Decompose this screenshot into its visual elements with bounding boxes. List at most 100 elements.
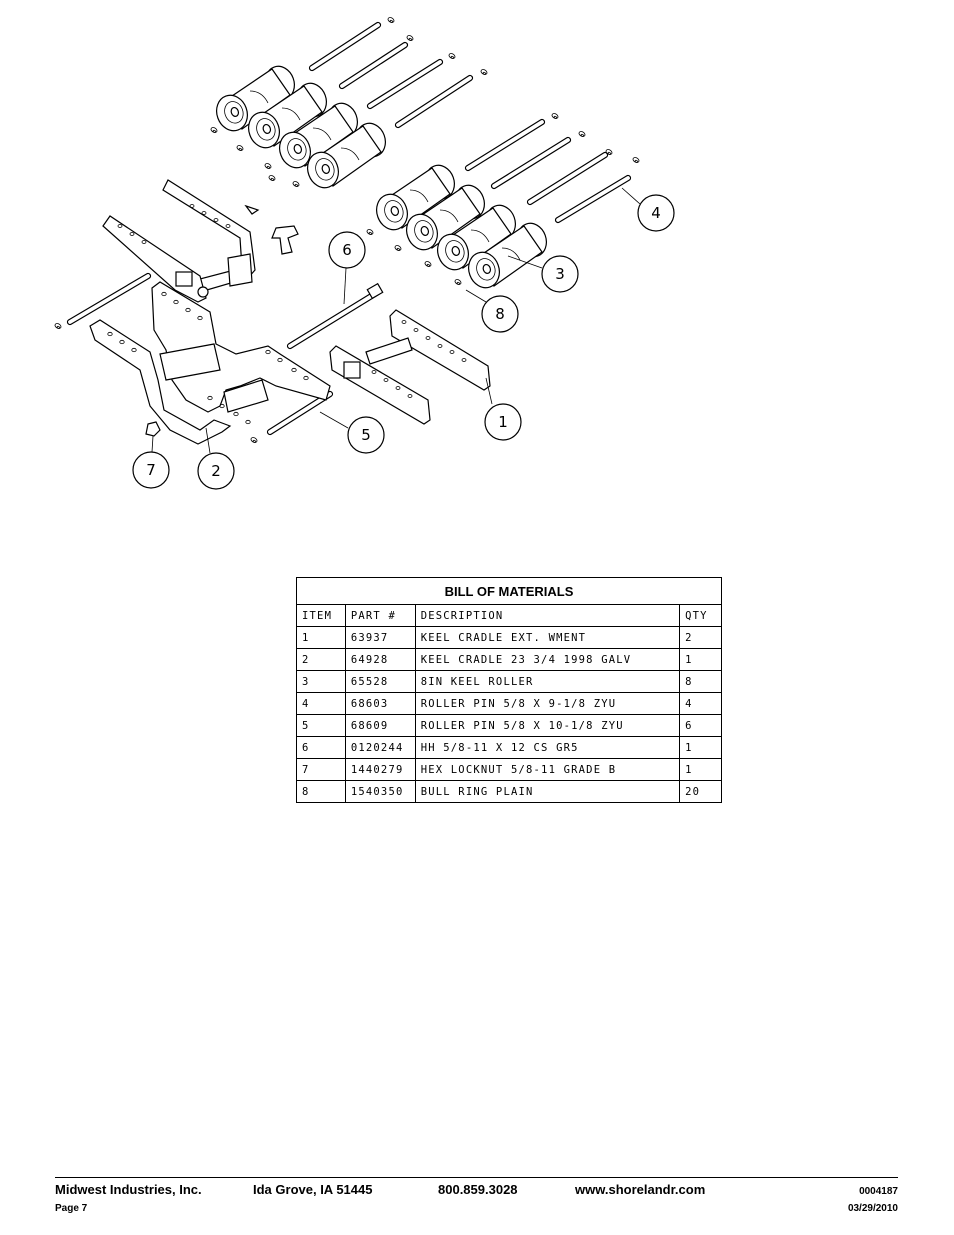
bom-cell-qty: 20 [679,780,722,803]
clip-bracket [271,225,299,255]
callout-number: 8 [495,305,505,323]
bull-ring [236,145,244,151]
callout-leader [319,411,349,429]
mounting-hole [291,367,297,373]
mounting-hole [383,378,389,382]
callout-leader [343,267,347,305]
bom-cell-qty: 1 [679,648,722,671]
mounting-hole [371,370,377,374]
bom-cell-qty: 8 [679,670,722,693]
clip-small [244,204,260,215]
bom-cell-item: 8 [296,780,346,803]
mounting-hole [207,395,213,401]
bracket-tab [227,253,253,287]
callout-5: 5 [319,411,385,454]
bom-cell-qty: 1 [679,736,722,759]
parts-illustration [54,17,640,445]
callout-leader [621,187,641,205]
callout-number: 1 [498,413,508,431]
bull-ring [454,279,462,285]
extension-crossmember [365,337,413,365]
roller-pin [464,118,546,172]
callout-number: 5 [361,426,371,444]
mounting-hole [245,419,251,425]
mounting-hole [413,328,419,332]
mounting-hole [131,347,137,353]
bom-cell-part: 63937 [344,626,416,649]
mounting-hole [219,403,225,409]
callout-3: 3 [507,255,579,293]
callout-circle [132,451,170,489]
callout-circle [347,416,385,454]
cradle-extension-upper [162,179,256,293]
bull-ring [448,53,456,59]
bom-cell-qty: 4 [679,692,722,715]
callout-circle [637,194,675,232]
mounting-hole [407,394,413,398]
callout-circle [484,403,522,441]
cradle-crossmember [159,343,221,381]
bull-ring [480,69,488,75]
bom-cell-part: 68609 [344,714,416,737]
bom-cell-part: 1540350 [344,780,416,803]
bull-ring [54,323,62,329]
bom-title: BILL OF MATERIALS [296,577,722,605]
bom-cell-part: 64928 [344,648,416,671]
bom-cell-part: 68603 [344,692,416,715]
footer-doc-number: 0004187 [859,1186,898,1197]
bom-cell-description: 8IN KEEL ROLLER [414,670,681,693]
tube-end [197,286,209,298]
roller-pin [490,136,572,190]
footer-divider [55,1177,898,1178]
mounting-hole [233,411,239,417]
bom-cell-qty: 6 [679,714,722,737]
keel-roller [468,222,547,289]
bom-header-qty: QTY [679,604,722,627]
bom-cell-part: 0120244 [344,736,416,759]
bull-ring [366,229,374,235]
bom-title-row: BILL OF MATERIALS [296,577,722,605]
bull-ring [424,261,432,267]
callout-number: 3 [555,265,565,283]
callout-6: 6 [328,231,366,305]
bom-cell-part: 1440279 [344,758,416,781]
mounting-hole [461,358,467,362]
bull-ring [268,175,276,181]
mounting-hole [197,315,203,321]
bull-ring [605,149,613,155]
footer-website: www.shorelandr.com [575,1182,706,1197]
bom-cell-description: HH 5/8-11 X 12 CS GR5 [414,736,681,759]
bom-cell-description: ROLLER PIN 5/8 X 9-1/8 ZYU [414,692,681,715]
footer-date: 03/29/2010 [847,1203,898,1214]
mounting-hole [449,350,455,354]
keel-cradle-side-plate [89,319,232,445]
mounting-hole [189,204,195,208]
mounting-hole [303,375,309,381]
callout-number: 4 [651,204,661,222]
bom-cell-item: 1 [296,626,346,649]
callout-leader [205,427,211,454]
mounting-hole [277,357,283,363]
bom-cell-qty: 1 [679,758,722,781]
callout-4: 4 [621,187,675,232]
callout-leader [465,289,487,303]
bull-ring [632,157,640,163]
roller-pin [526,151,609,206]
callout-7: 7 [132,435,170,489]
keel-roller [216,65,295,132]
mounting-hole [201,211,207,215]
bull-ring [387,17,395,23]
keel-roller [307,122,386,189]
bull-ring [210,127,218,133]
mounting-hole [213,218,219,222]
bull-ring [250,437,258,443]
callout-8: 8 [465,289,519,333]
roller-pin [366,58,444,110]
mounting-hole [107,331,113,337]
